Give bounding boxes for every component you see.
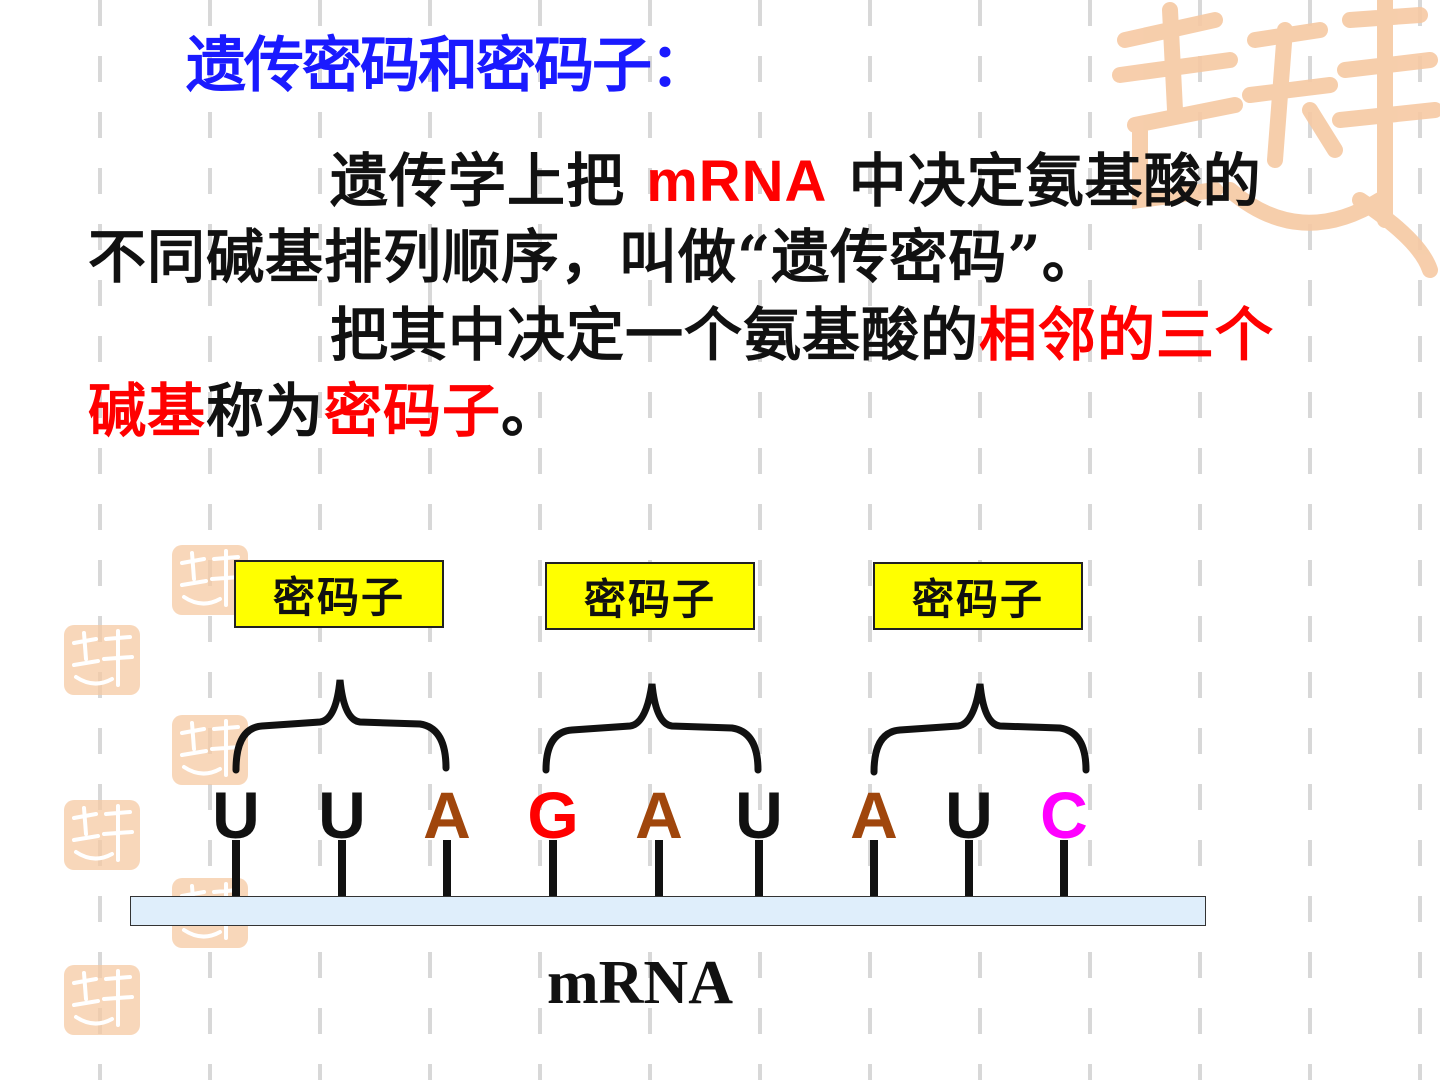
base-a: A	[423, 778, 471, 852]
mrna-strand	[130, 896, 1206, 926]
codon-label-2: 密码子	[545, 562, 755, 630]
codon-brace-2	[542, 683, 762, 774]
seal-stamp	[172, 545, 248, 615]
slide-title: 遗传密码和密码子：	[186, 31, 710, 101]
base-u: U	[212, 778, 260, 852]
base-g: G	[527, 778, 579, 852]
seal-stamp	[172, 715, 248, 785]
codon-brace-1	[232, 679, 450, 774]
codon-brace-3	[870, 683, 1090, 776]
paragraph-2-text-end: 。	[501, 377, 561, 445]
paragraph-1-line-1: 遗传学上把 mRNA 中决定氨基酸的	[330, 142, 1262, 221]
paragraph-2-highlight-three: 相邻的三个	[979, 301, 1275, 369]
paragraph-1-text-before: 遗传学上把	[330, 147, 626, 215]
base-stems	[232, 840, 1068, 898]
base-a: A	[850, 778, 898, 852]
base-u: U	[735, 778, 783, 852]
paragraph-2-text-mid: 称为	[206, 377, 325, 445]
base-u: U	[318, 778, 366, 852]
watermark-seal-stamps	[64, 545, 248, 1035]
base-u: U	[945, 778, 993, 852]
paragraph-2-line-2: 碱基称为密码子。	[88, 372, 560, 450]
paragraph-1-text-after: 中决定氨基酸的	[848, 147, 1262, 215]
paragraph-2-line-1: 把其中决定一个氨基酸的相邻的三个	[330, 296, 1274, 374]
paragraph-2-highlight-codon: 密码子	[324, 377, 502, 445]
codon-label-3: 密码子	[873, 562, 1083, 630]
seal-stamp	[64, 965, 140, 1035]
base-a: A	[635, 778, 683, 852]
seal-stamp	[64, 800, 140, 870]
paragraph-1-line-2: 不同碱基排列顺序，叫做“遗传密码”。	[88, 223, 1101, 291]
large-watermark-seal	[1112, 0, 1440, 278]
base-c: C	[1040, 778, 1088, 852]
mrna-strand-label: mRNA	[547, 949, 733, 1017]
paragraph-2-highlight-bases: 碱基	[88, 377, 207, 445]
paragraph-2-text-before: 把其中决定一个氨基酸的	[330, 301, 980, 369]
codon-label-1: 密码子	[234, 560, 444, 628]
seal-stamp	[64, 625, 140, 695]
paragraph-1-highlight-mrna: mRNA	[646, 149, 828, 214]
